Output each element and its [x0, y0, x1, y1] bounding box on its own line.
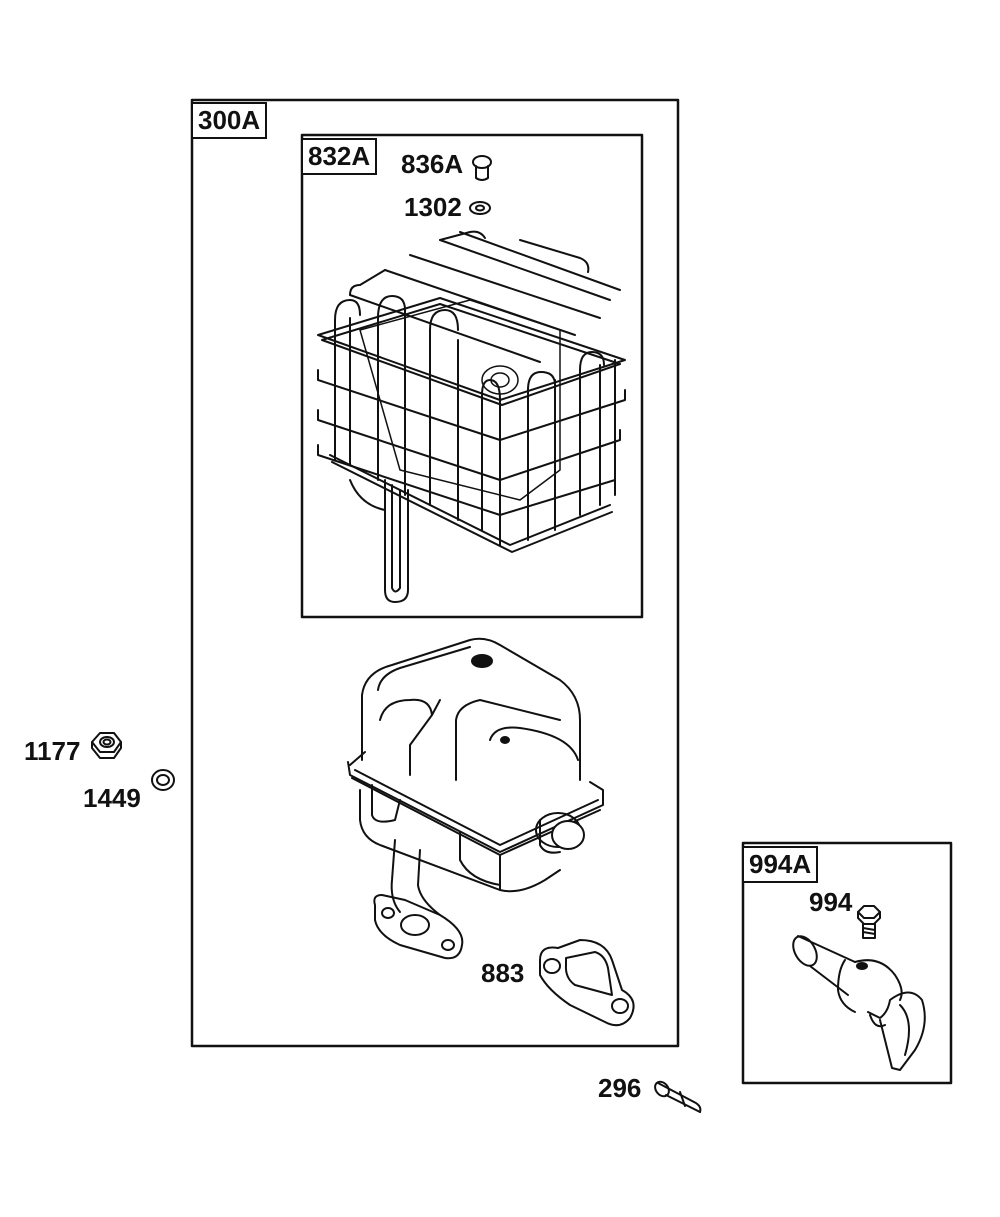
group-label-832A: 832A	[301, 138, 378, 175]
part-label-994: 994	[809, 887, 853, 917]
part-label-1177: 1177	[24, 736, 81, 766]
deflector-994A-icon	[792, 935, 926, 1071]
group-label-994A: 994A	[742, 846, 819, 883]
group-label-300A: 300A	[191, 102, 268, 139]
part-label-296: 296	[598, 1073, 642, 1103]
muffler-icon	[347, 637, 604, 960]
bolt-994-icon	[857, 905, 881, 939]
group-300A-frame	[190, 98, 680, 1048]
part-label-836A: 836A	[401, 149, 464, 179]
nut-1177-icon	[91, 732, 122, 759]
pin-296-icon	[654, 1080, 702, 1113]
washer-1449-icon	[151, 769, 175, 791]
group-832A-frame	[300, 133, 644, 619]
part-label-883: 883	[481, 958, 525, 988]
muffler-guard-icon	[317, 230, 626, 603]
part-label-1449: 1449	[83, 783, 141, 813]
bolt-836A-icon	[472, 155, 492, 181]
part-label-1302: 1302	[404, 192, 462, 222]
group-994A-frame	[741, 841, 953, 1085]
gasket-883-icon	[539, 939, 635, 1027]
washer-1302-icon	[469, 201, 491, 215]
